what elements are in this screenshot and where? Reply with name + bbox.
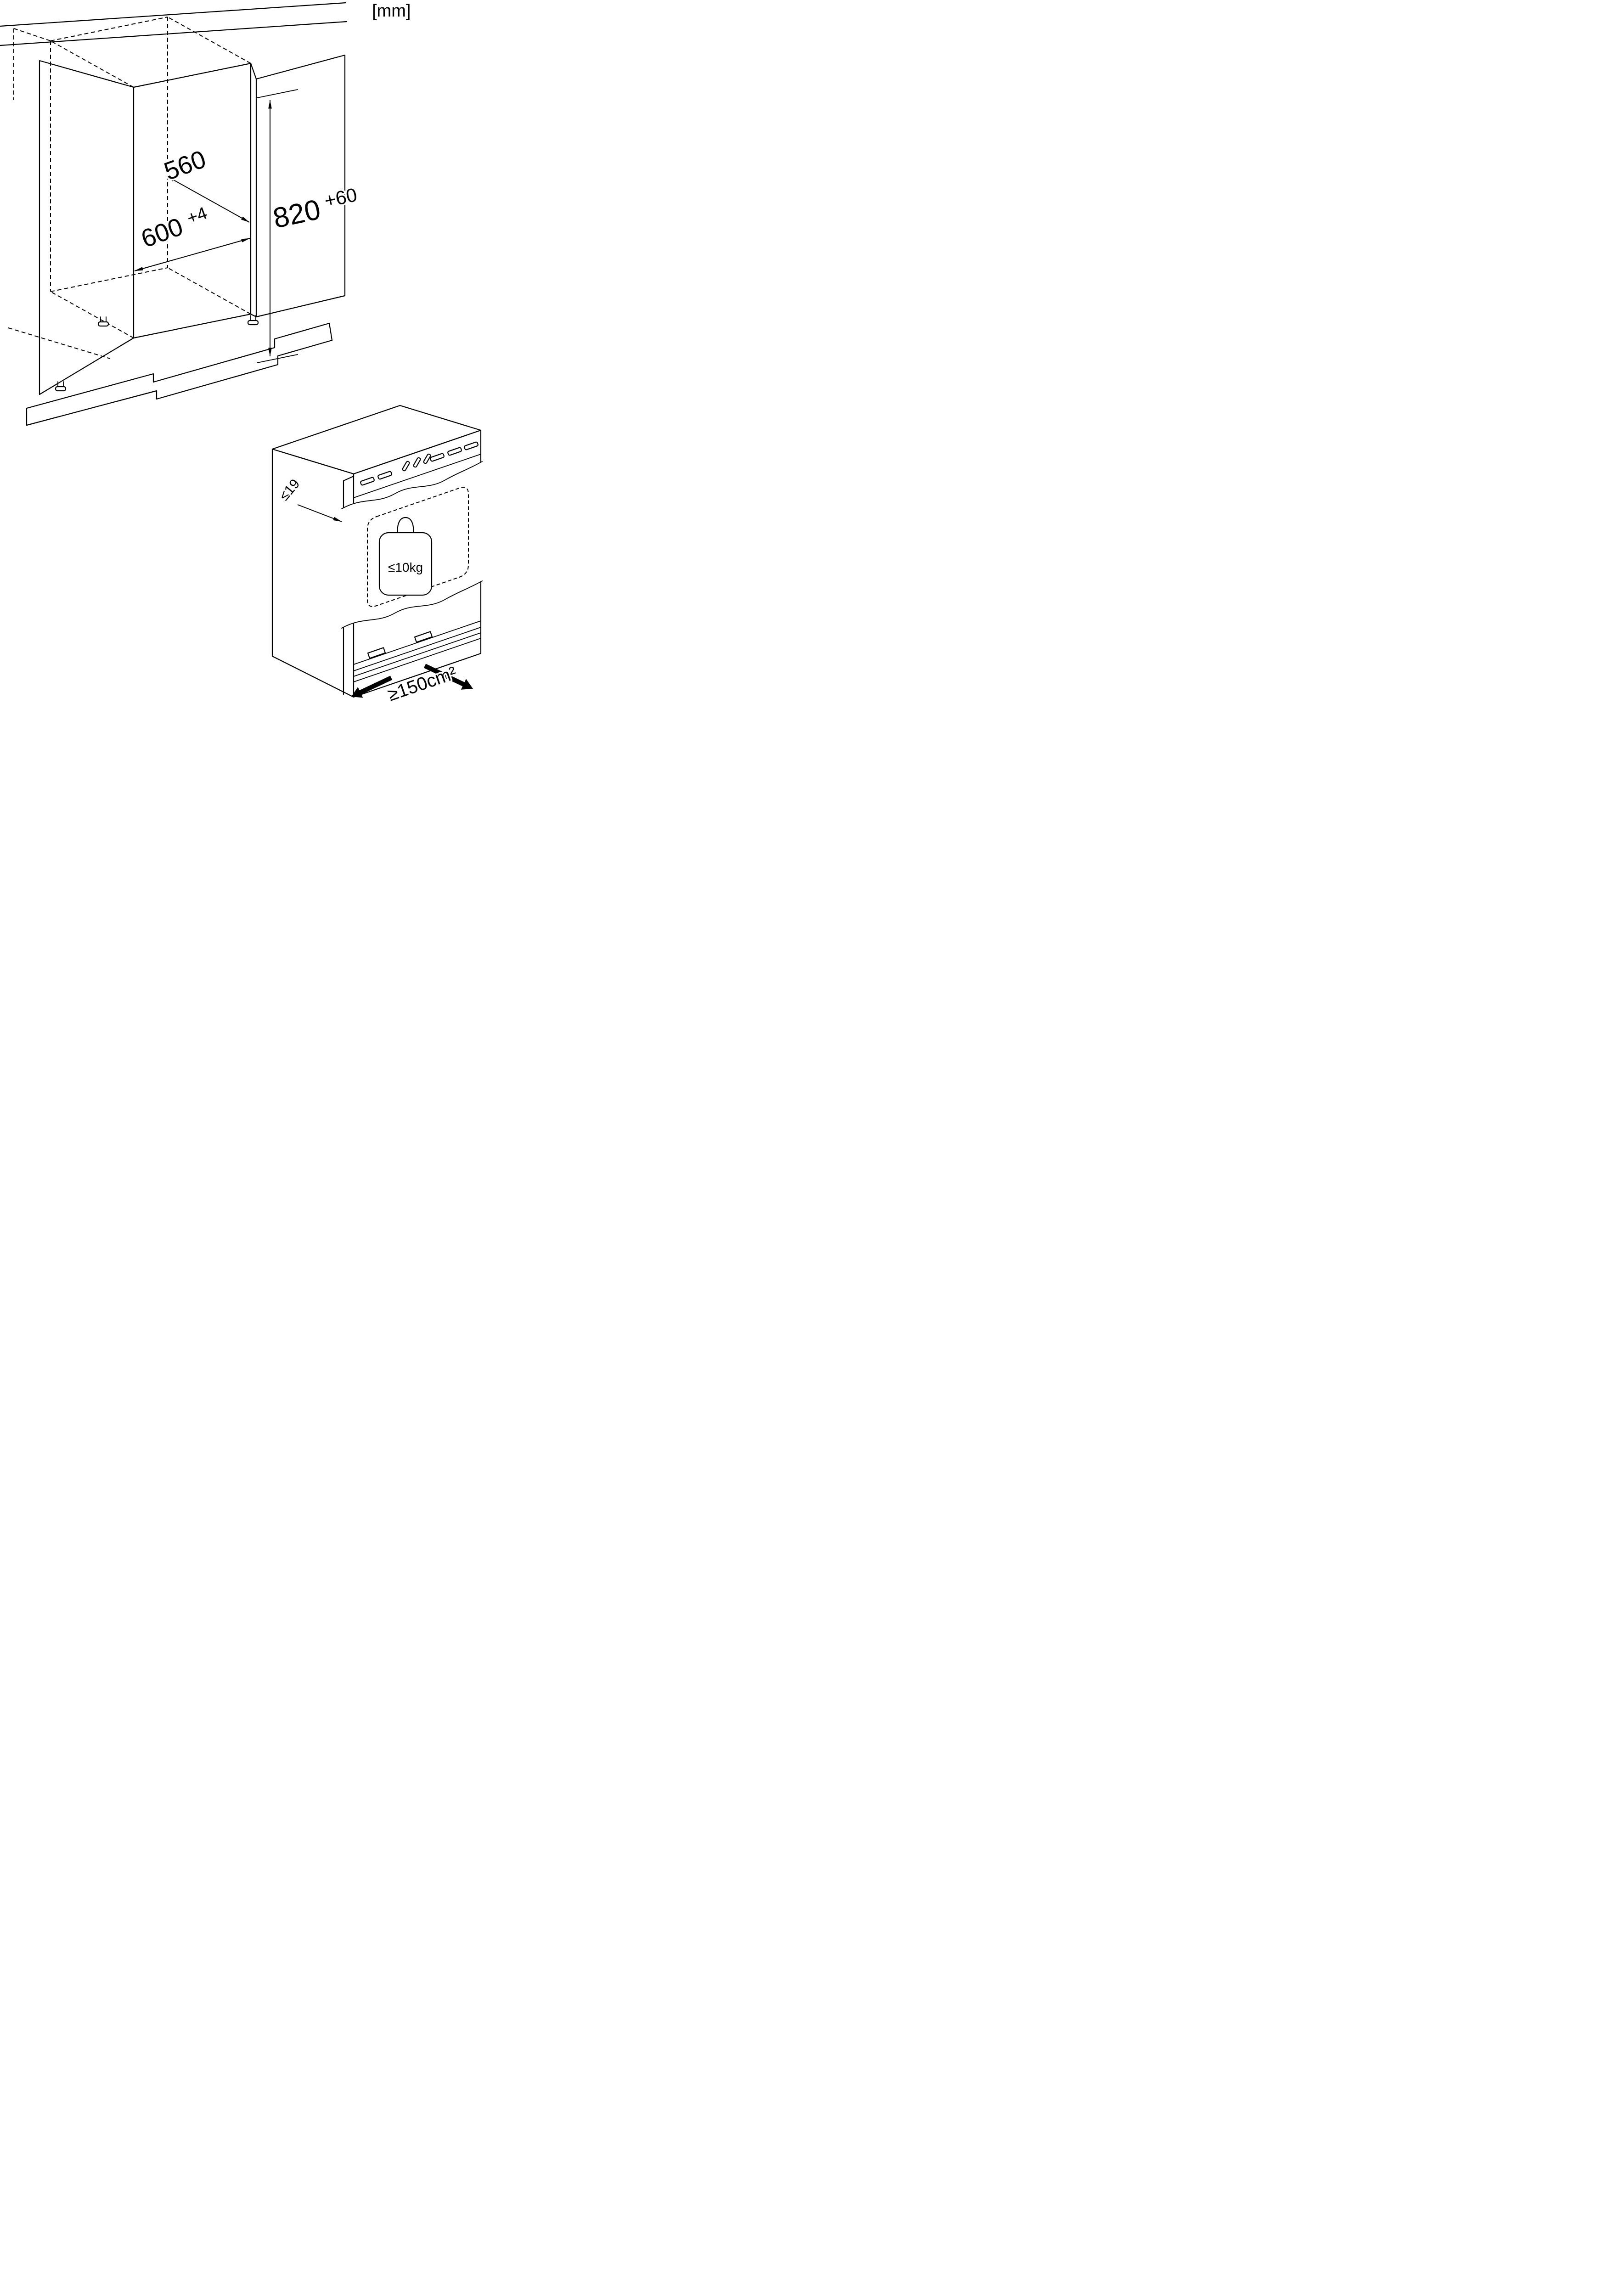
door-thickness-arrow [297,504,342,522]
worktop-edge-line [0,2,347,27]
vent-slot [402,461,410,472]
panel-edge-connector [250,62,257,80]
hidden-edge-line [50,267,168,292]
hidden-edge-line [50,40,134,88]
worktop-edge-line [0,21,348,46]
plinth-strip [26,322,333,426]
torn-edge [341,461,483,509]
vent-slot [464,441,479,450]
niche-bottom-edge [133,313,252,339]
installation-diagram-canvas: 560 600 +4 820 +60 [0,0,483,707]
right-cabinet-panel [255,54,346,318]
vent-slot [413,457,421,468]
vent-grille [353,441,481,498]
hidden-edge-line [167,267,251,315]
width-dimension-arrow [134,238,250,271]
vent-slot [447,447,462,456]
vent-band-edge [353,454,481,498]
worktop-lines [0,2,348,46]
leveling-foot [97,316,109,327]
weight-knob [397,517,414,535]
vent-slot [360,477,375,486]
panel-edge-connector [250,313,257,318]
door-mounting-bracket [414,631,433,643]
furniture-door-dashed-outline [367,487,469,607]
leveling-foot [55,381,67,392]
plinth-vent-lines [353,620,481,682]
weight-body [378,532,433,596]
weight-icon: ≤10kg [378,517,433,596]
unit-label: [mm] [372,1,411,21]
torn-edge [341,580,483,629]
hidden-edge-line [8,327,111,359]
hidden-edge-line [13,28,51,41]
vent-slot [423,453,431,464]
hidden-edge-line [50,291,134,338]
airflow-arrow [423,664,473,690]
vent-slot [430,453,445,462]
hidden-edge-dashed-lines [8,17,251,359]
niche-dimension-drawing: 560 600 +4 820 +60 [0,2,360,426]
dimension-tick [257,89,298,98]
niche-opening-edges [133,62,252,339]
max-weight-label: ≤10kg [388,560,423,574]
vent-slot [377,471,392,480]
hidden-edge-line [50,17,168,41]
width-dimension-label: 600 [137,212,186,253]
niche-top-edge [133,62,252,88]
width-dimension: 600 +4 [134,202,250,271]
width-tolerance-label: +4 [185,203,210,228]
depth-dimension-arrow [166,175,250,223]
leveling-foot [247,315,259,326]
airflow-arrow [351,675,393,698]
dimension-tick [257,354,298,363]
installation-diagram-page: 560 600 +4 820 +60 [0,0,497,721]
appliance-ventilation-drawing: ≤10kg ≤19 ≥150cm² [271,405,483,707]
door-mounting-bracket [367,647,386,659]
left-cabinet-panel [39,60,135,395]
hidden-edge-line [167,17,251,64]
